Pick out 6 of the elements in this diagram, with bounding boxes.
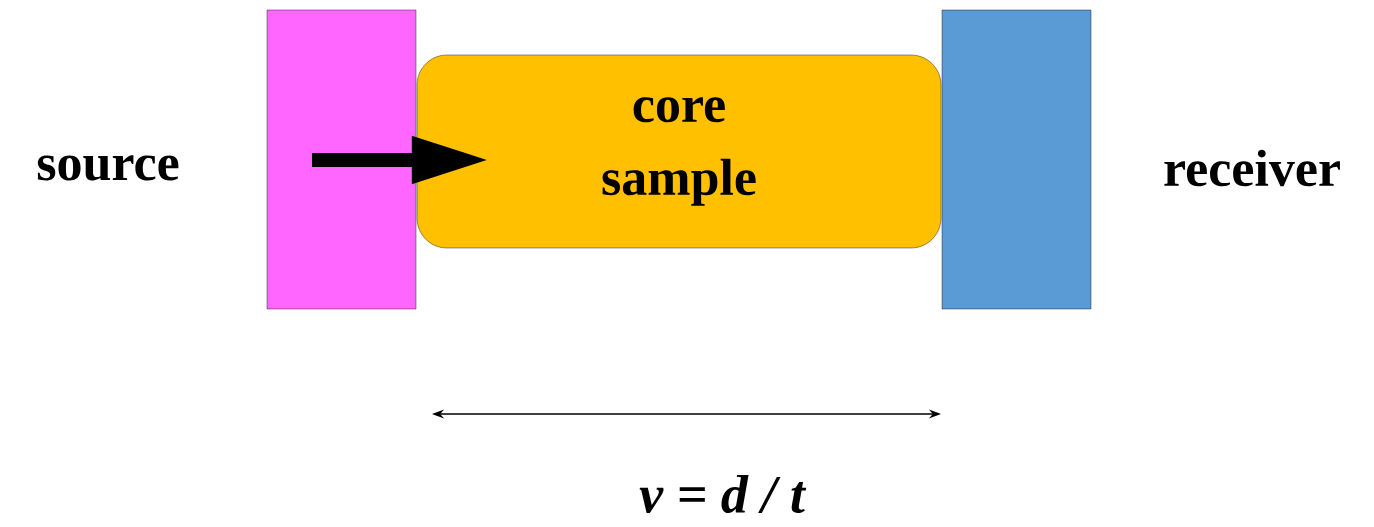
source-plate bbox=[266, 9, 417, 310]
side-label: receiver bbox=[1164, 149, 1340, 187]
receiver-plate bbox=[941, 9, 1092, 310]
side-label: source bbox=[37, 155, 179, 181]
formula: v = d / t bbox=[639, 475, 807, 513]
core-sample-box: core sample bbox=[416, 54, 942, 249]
